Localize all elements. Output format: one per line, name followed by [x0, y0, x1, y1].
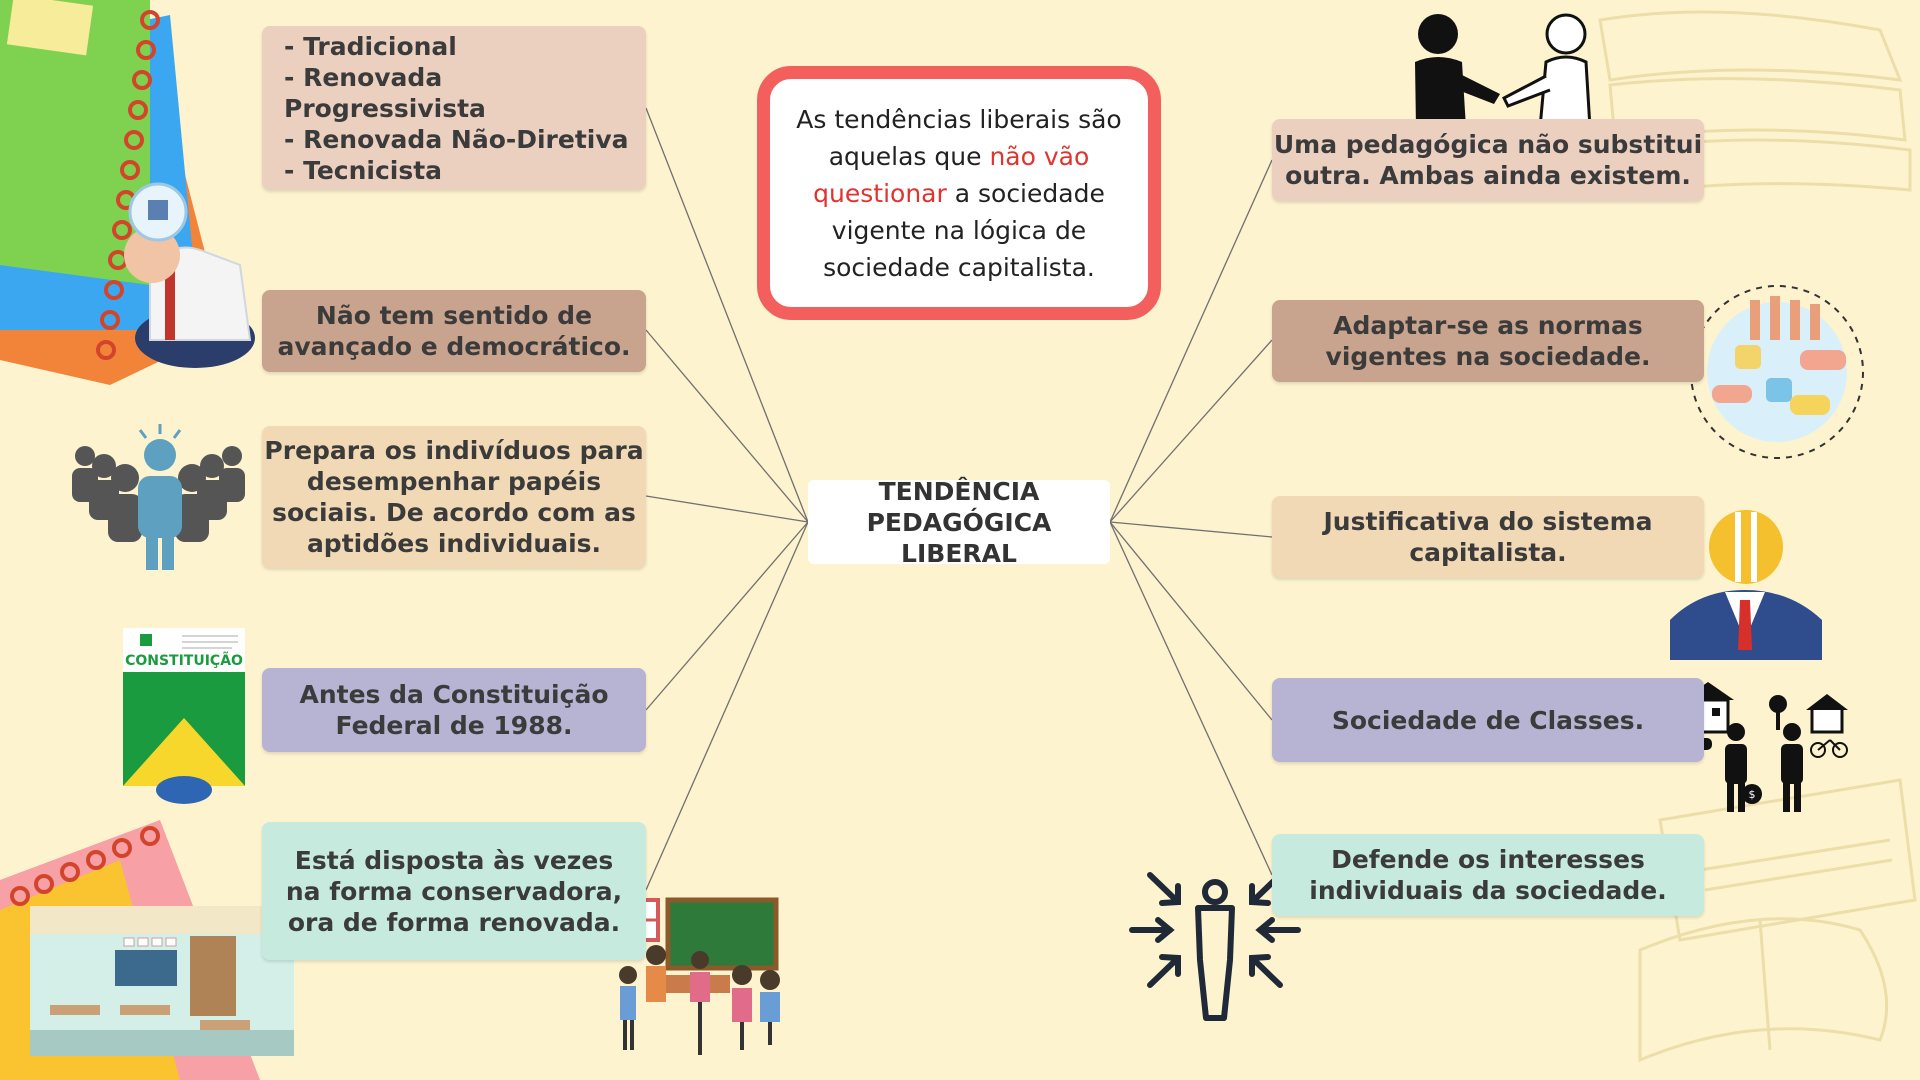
- node-line: capitalista.: [1409, 538, 1567, 567]
- callout-text-after: a sociedade vigente na lógica de socieda…: [823, 178, 1105, 282]
- node-class-society: Sociedade de Classes.: [1272, 678, 1704, 762]
- svg-text:$: $: [1749, 788, 1756, 801]
- callout-highlight: não vão questionar: [813, 141, 1090, 208]
- central-topic-line: LIBERAL: [901, 538, 1017, 568]
- node-line: - Renovada Não-Diretiva: [284, 124, 629, 154]
- node-line: Sociedade de Classes.: [1331, 705, 1645, 735]
- node-before-constitution: Antes da Constituição Federal de 1988.: [262, 668, 646, 752]
- node-line: - Tradicional: [284, 31, 457, 61]
- node-line: outra. Ambas ainda existem.: [1285, 161, 1691, 190]
- constitution-title: CONSTITUIÇÃO: [125, 652, 243, 669]
- callout-text: As tendências liberais são aquelas que n…: [790, 101, 1128, 286]
- node-line: Está disposta às vezes: [294, 845, 614, 875]
- node-line: - Tecnicista: [284, 155, 443, 185]
- node-line: avançado e democrático.: [277, 332, 631, 361]
- node-line: desempenhar papéis: [306, 467, 602, 496]
- node-line: Prepara os indivíduos para: [264, 436, 644, 465]
- central-topic-line: TENDÊNCIA: [878, 476, 1040, 506]
- node-line: Defende os interesses: [1331, 845, 1645, 874]
- node-line: - Renovada Progressivista: [284, 62, 486, 123]
- node-line: Antes da Constituição: [299, 680, 609, 709]
- central-topic: TENDÊNCIA PEDAGÓGICA LIBERAL: [808, 477, 1110, 568]
- callout-box: As tendências liberais são aquelas que n…: [757, 66, 1161, 320]
- node-conservative-or-renewed: Está disposta às vezes na forma conserva…: [262, 822, 646, 960]
- node-line: na forma conservadora,: [285, 876, 623, 906]
- node-line: ora de forma renovada.: [287, 907, 621, 937]
- node-coexistence: Uma pedagógica não substitui outra. Amba…: [1272, 119, 1704, 201]
- node-capitalist-justification: Justificativa do sistema capitalista.: [1272, 496, 1704, 578]
- node-prepares-individuals: Prepara os indivíduos para desempenhar p…: [262, 426, 646, 568]
- node-line: Uma pedagógica não substitui: [1273, 130, 1703, 159]
- node-not-democratic: Não tem sentido de avançado e democrátic…: [262, 290, 646, 372]
- node-tendencies-list: - Tradicional - Renovada Progressivista …: [262, 26, 646, 190]
- node-line: individuais da sociedade.: [1309, 876, 1667, 905]
- node-line: sociais. De acordo com as: [272, 498, 636, 527]
- node-adapt-norms: Adaptar-se as normas vigentes na socieda…: [1272, 300, 1704, 382]
- node-individual-interests: Defende os interesses individuais da soc…: [1272, 834, 1704, 916]
- node-line: Adaptar-se as normas: [1333, 311, 1643, 340]
- node-line: Não tem sentido de: [315, 301, 593, 330]
- node-line: aptidões individuais.: [306, 529, 602, 558]
- central-topic-line: PEDAGÓGICA: [866, 507, 1052, 537]
- callout-text-before: As tendências liberais são aquelas que: [796, 104, 1122, 171]
- node-line: vigentes na sociedade.: [1325, 342, 1651, 371]
- node-line: Justificativa do sistema: [1323, 507, 1653, 536]
- node-line: Federal de 1988.: [335, 711, 573, 740]
